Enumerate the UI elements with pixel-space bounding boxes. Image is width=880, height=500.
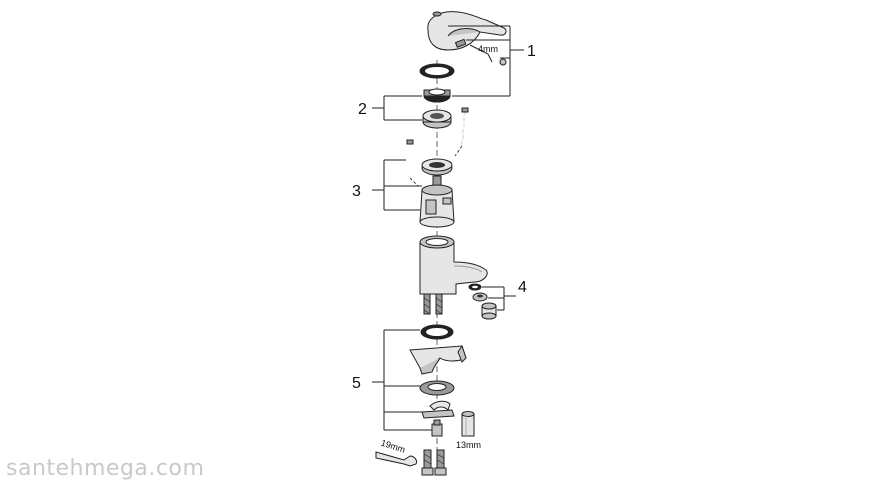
callout-5-label: 5 [352,375,361,392]
horseshoe-washer [409,344,467,375]
cap-plug [499,58,507,66]
cartridge-nut-lower [422,109,452,129]
callout-1-label: 1 [527,43,536,60]
fixing-plate [421,400,455,419]
flexible-hoses [423,293,443,315]
mixer-body [419,235,488,295]
aerator-insert [472,292,488,302]
hex-nut-13mm [461,411,475,437]
callout-1-bracket [448,25,524,97]
fixing-screw-left [406,139,414,178]
callout-4-label: 4 [518,279,527,296]
handle-ring [419,63,455,79]
hex-key-size-label: 4mm [478,44,498,54]
callout-2-label: 2 [358,101,367,118]
base-o-ring [420,324,454,340]
cartridge-nut-upper [423,88,451,103]
ceramic-cartridge [419,175,455,228]
cartridge-seal-ring [421,158,453,176]
hose-connector-left [421,449,434,476]
callout-4-bracket [482,286,516,311]
callout-3-bracket [372,159,422,211]
callout-2-bracket [372,95,422,121]
aerator-housing [481,302,497,320]
rubber-gasket [419,380,455,396]
fixing-screw-right [461,107,469,147]
threaded-stud-nut [431,419,443,437]
grub-screw [454,38,467,48]
spanner-19mm [375,451,417,467]
aerator-washer [468,283,482,291]
spanner-size-label: 19mm [380,438,407,455]
hose-connector-right [434,449,447,476]
hex-key [469,44,493,63]
callout-5-bracket [372,329,432,431]
nut-wrench-size-label: 13mm [456,440,481,450]
site-watermark: santehmega.com [6,456,205,481]
lever-handle [427,11,507,51]
callout-3-label: 3 [352,183,361,200]
